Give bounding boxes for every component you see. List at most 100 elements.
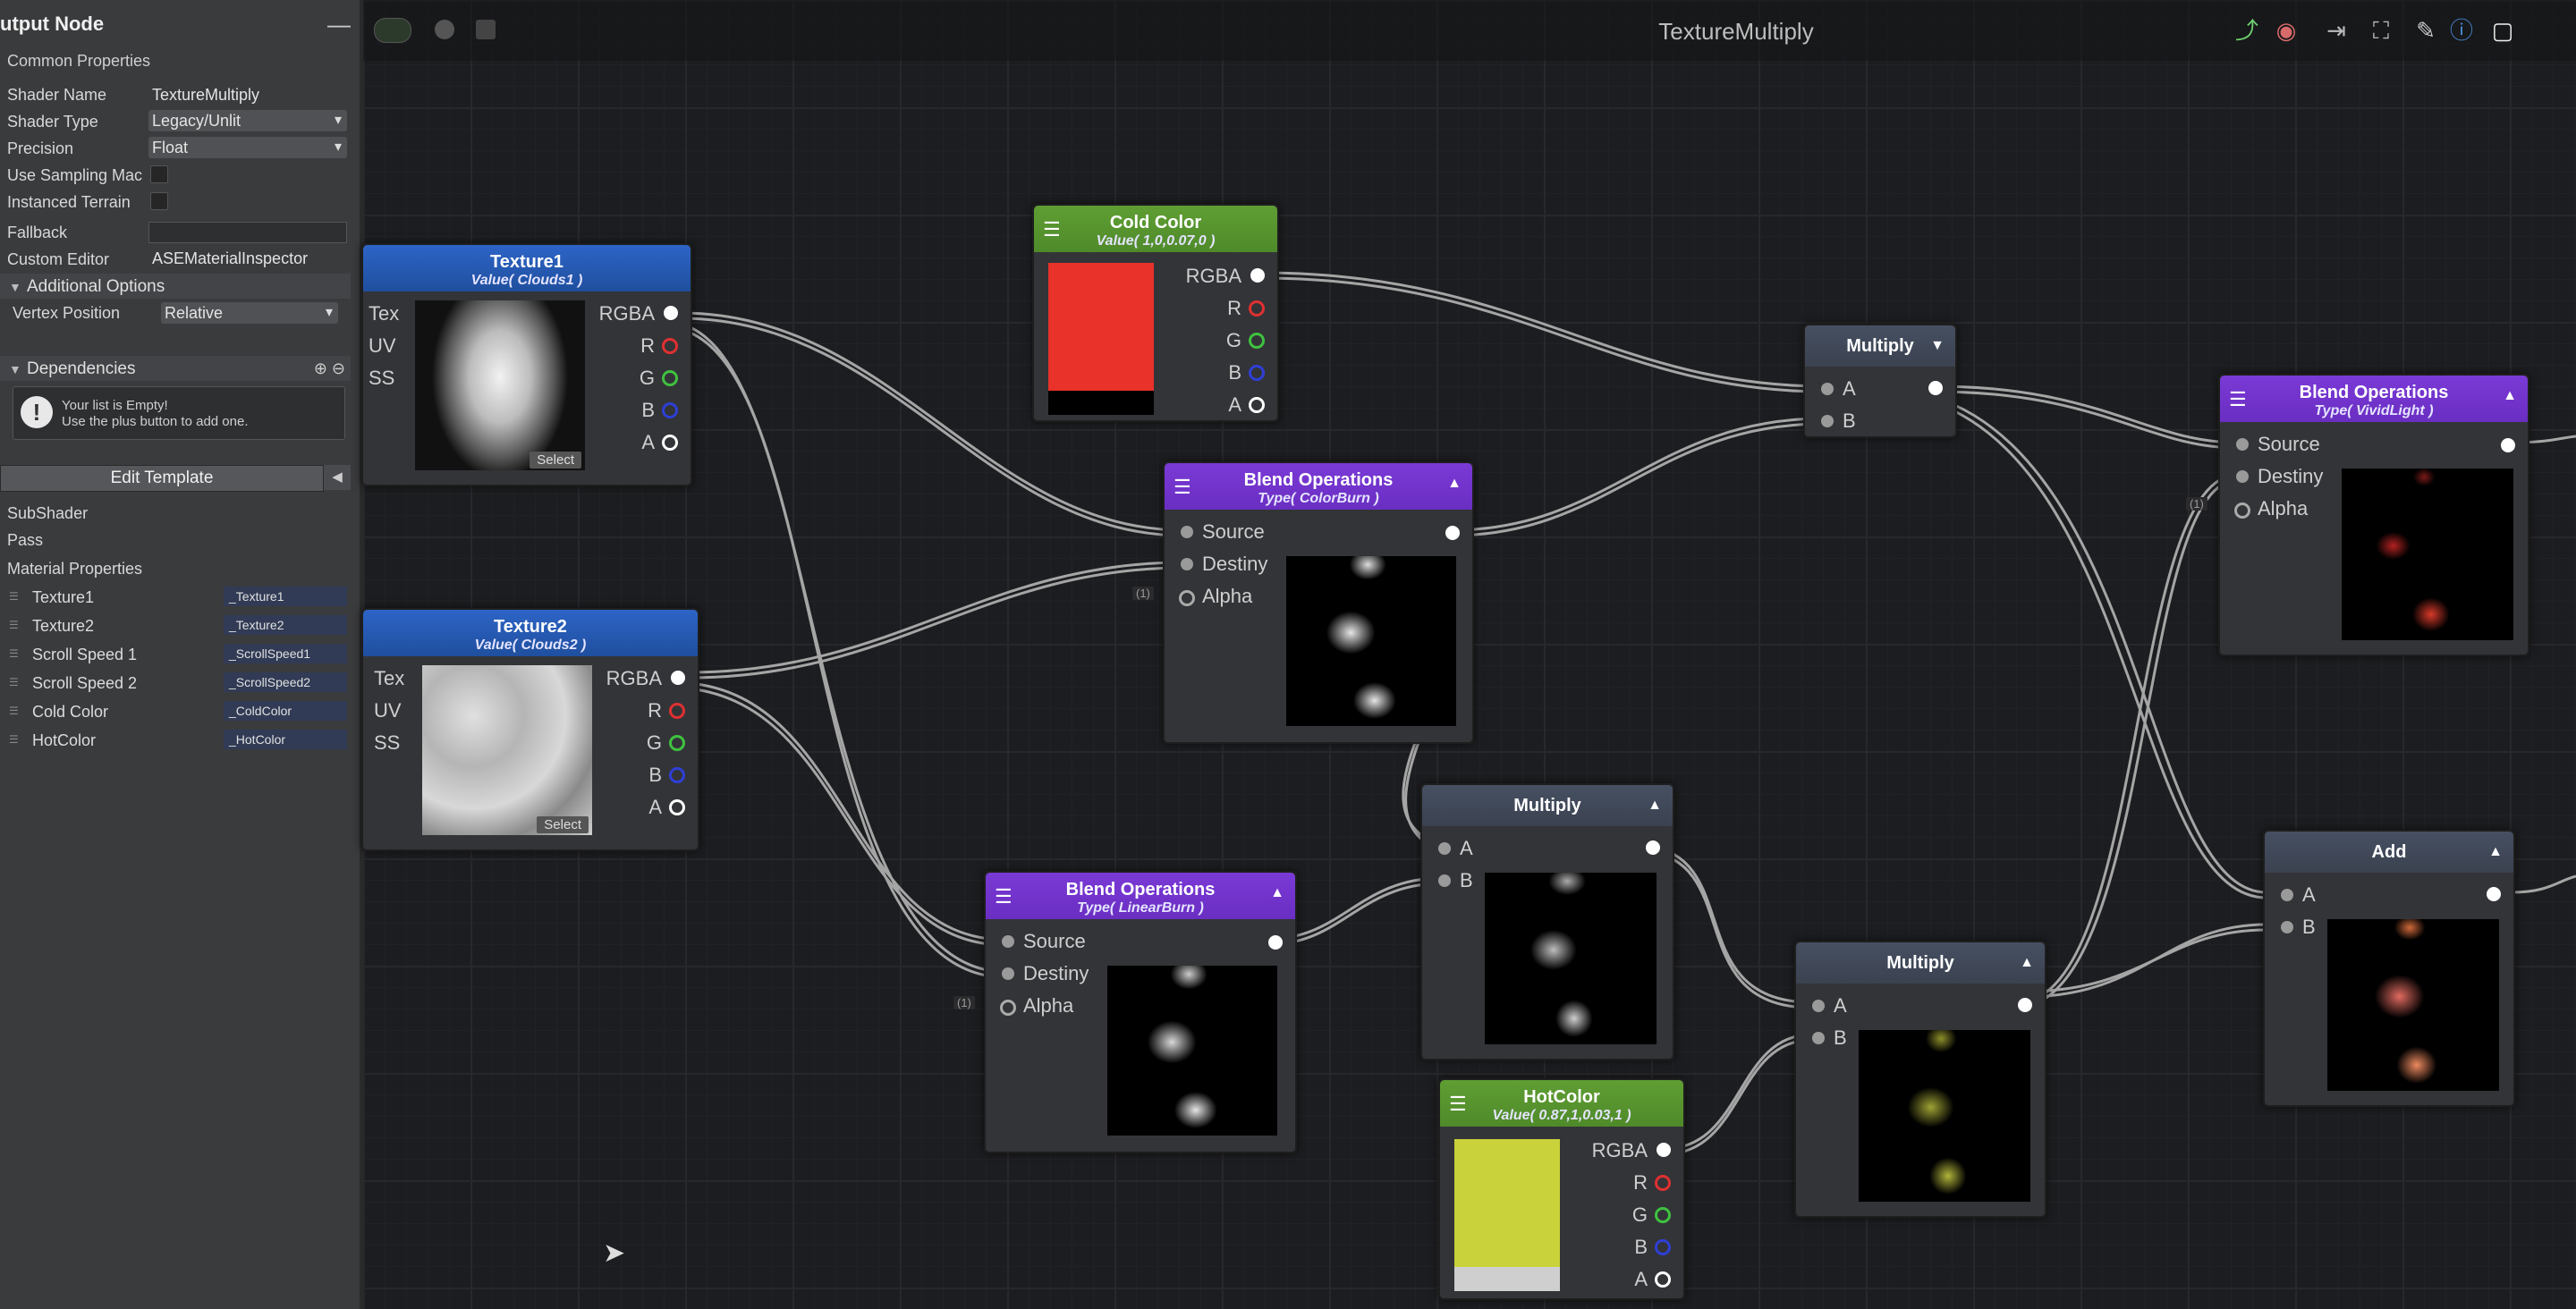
- color-swatch[interactable]: [1048, 263, 1154, 415]
- select-button[interactable]: Select: [530, 452, 581, 469]
- vertex-position-dropdown[interactable]: Relative: [161, 302, 338, 324]
- focus-icon[interactable]: ⇥: [2326, 17, 2346, 44]
- edit-template-button[interactable]: Edit Template: [0, 465, 324, 492]
- input-port[interactable]: [1821, 383, 1834, 395]
- input-port[interactable]: [1181, 526, 1193, 538]
- collapse-icon[interactable]: ▼: [1930, 338, 1945, 353]
- input-port[interactable]: [1000, 1000, 1016, 1016]
- cold-color-node[interactable]: ☰ Cold Color Value( 1,0,0.07,0 ) RGBA R …: [1032, 204, 1279, 422]
- save-icon[interactable]: [476, 20, 496, 39]
- fit-icon[interactable]: ⛶: [2372, 17, 2390, 44]
- drag-handle-icon[interactable]: ☰: [9, 619, 19, 631]
- node-header[interactable]: ☰ Blend Operations Type( ColorBurn ) ▲: [1165, 463, 1472, 510]
- input-port[interactable]: [1438, 874, 1451, 887]
- blend-linearburn-node[interactable]: ☰ Blend Operations Type( LinearBurn ) ▲ …: [984, 871, 1297, 1153]
- shader-type-dropdown[interactable]: Legacy/Unlit: [148, 110, 347, 131]
- output-port[interactable]: [2487, 887, 2501, 901]
- drag-handle-icon[interactable]: ☰: [9, 647, 19, 660]
- input-port[interactable]: [1181, 558, 1193, 570]
- input-port[interactable]: [2234, 502, 2250, 519]
- drag-handle-icon[interactable]: ☰: [9, 733, 19, 746]
- fallback-field[interactable]: [148, 222, 347, 243]
- node-header[interactable]: Texture2 Value( Clouds2 ): [363, 610, 698, 656]
- node-header[interactable]: ☰ Blend Operations Type( VividLight ) ▲: [2220, 376, 2528, 422]
- brush-icon[interactable]: ✎: [2416, 17, 2436, 44]
- minimize-icon[interactable]: —: [327, 11, 351, 38]
- output-port[interactable]: [662, 402, 678, 418]
- output-port[interactable]: [662, 370, 678, 386]
- drag-handle-icon[interactable]: ☰: [9, 676, 19, 688]
- menu-icon[interactable]: ☰: [1043, 218, 1061, 241]
- blend-colorburn-node[interactable]: ☰ Blend Operations Type( ColorBurn ) ▲ S…: [1163, 461, 1474, 744]
- property-row[interactable]: ☰ Texture2 _Texture2: [0, 613, 351, 638]
- output-port[interactable]: [1249, 333, 1265, 349]
- input-port[interactable]: [1812, 1032, 1825, 1044]
- output-port[interactable]: [1445, 526, 1460, 540]
- collapse-icon[interactable]: ▲: [1648, 798, 1662, 813]
- input-port[interactable]: [1179, 590, 1195, 606]
- material-properties-label[interactable]: Material Properties: [7, 560, 143, 578]
- multiply-mid-node[interactable]: Multiply ▲ A B: [1420, 783, 1674, 1060]
- output-port[interactable]: [1250, 268, 1265, 283]
- hot-color-node[interactable]: ☰ HotColor Value( 0.87,1,0.03,1 ) RGBA R…: [1438, 1078, 1685, 1300]
- blend-vividlight-node[interactable]: ☰ Blend Operations Type( VividLight ) ▲ …: [2218, 374, 2529, 656]
- drag-handle-icon[interactable]: ☰: [9, 590, 19, 603]
- property-row[interactable]: ☰ Texture1 _Texture1: [0, 585, 351, 610]
- property-value[interactable]: _HotColor: [224, 730, 347, 749]
- menu-icon[interactable]: ☰: [1449, 1093, 1467, 1115]
- collapse-icon[interactable]: ▲: [2503, 388, 2517, 403]
- menu-icon[interactable]: ☰: [1174, 476, 1191, 498]
- property-row[interactable]: ☰ Scroll Speed 2 _ScrollSpeed2: [0, 671, 351, 696]
- node-header[interactable]: ☰ Cold Color Value( 1,0,0.07,0 ): [1034, 206, 1277, 252]
- output-port[interactable]: [1268, 935, 1283, 950]
- output-port[interactable]: [1928, 381, 1943, 395]
- input-port[interactable]: [1821, 415, 1834, 427]
- property-value[interactable]: _Texture1: [224, 587, 347, 606]
- subshader-label[interactable]: SubShader: [7, 504, 89, 522]
- property-value[interactable]: _Texture2: [224, 615, 347, 635]
- collapse-icon[interactable]: ▲: [2488, 844, 2503, 859]
- output-port[interactable]: [671, 671, 685, 685]
- output-port[interactable]: [1249, 397, 1265, 413]
- node-header[interactable]: ☰ Blend Operations Type( LinearBurn ) ▲: [986, 873, 1295, 919]
- input-port[interactable]: [2281, 921, 2293, 933]
- live-toggle-icon[interactable]: [374, 18, 411, 43]
- shader-name-field[interactable]: TextureMultiply: [152, 86, 260, 104]
- property-row[interactable]: ☰ HotColor _HotColor: [0, 728, 351, 753]
- node-header[interactable]: Multiply ▼: [1805, 325, 1955, 367]
- output-port[interactable]: [1646, 840, 1660, 855]
- output-port[interactable]: [1655, 1207, 1671, 1223]
- node-header[interactable]: Texture1 Value( Clouds1 ): [363, 245, 691, 291]
- drag-handle-icon[interactable]: ☰: [9, 705, 19, 717]
- texture1-node[interactable]: Texture1 Value( Clouds1 ) Tex UV SS Sele…: [361, 243, 692, 486]
- node-header[interactable]: Add ▲: [2265, 832, 2513, 873]
- input-port[interactable]: [2236, 438, 2249, 451]
- node-header[interactable]: Multiply ▲: [1422, 785, 1673, 826]
- dependencies-foldout[interactable]: ▼ Dependencies ⊕ ⊖: [0, 356, 351, 381]
- property-value[interactable]: _ScrollSpeed1: [224, 644, 347, 663]
- camera-icon[interactable]: ◉: [2275, 17, 2297, 44]
- output-port[interactable]: [2501, 438, 2515, 452]
- output-port[interactable]: [1655, 1239, 1671, 1255]
- input-port[interactable]: [1002, 967, 1014, 980]
- use-sampling-checkbox[interactable]: [150, 165, 168, 183]
- add-dependency-icon[interactable]: ⊕: [313, 359, 327, 377]
- output-port[interactable]: [1655, 1175, 1671, 1191]
- add-node[interactable]: Add ▲ A B: [2263, 830, 2515, 1107]
- menu-icon[interactable]: ☰: [2229, 388, 2247, 410]
- select-button[interactable]: Select: [537, 816, 589, 833]
- input-port[interactable]: [2281, 889, 2293, 901]
- float-input-tag[interactable]: (1): [953, 996, 975, 1009]
- output-port[interactable]: [2018, 998, 2032, 1012]
- input-port[interactable]: [1812, 1000, 1825, 1012]
- output-port[interactable]: [662, 338, 678, 354]
- property-row[interactable]: ☰ Scroll Speed 1 _ScrollSpeed1: [0, 642, 351, 667]
- info-icon[interactable]: ⓘ: [2449, 17, 2473, 44]
- property-value[interactable]: _ColdColor: [224, 701, 347, 721]
- output-port[interactable]: [1657, 1143, 1671, 1157]
- float-input-tag[interactable]: (1): [2186, 497, 2207, 511]
- share-icon[interactable]: ⤴: [2234, 17, 2258, 44]
- output-port[interactable]: [669, 735, 685, 751]
- custom-editor-field[interactable]: ASEMaterialInspector: [152, 249, 309, 267]
- output-port[interactable]: [1655, 1271, 1671, 1288]
